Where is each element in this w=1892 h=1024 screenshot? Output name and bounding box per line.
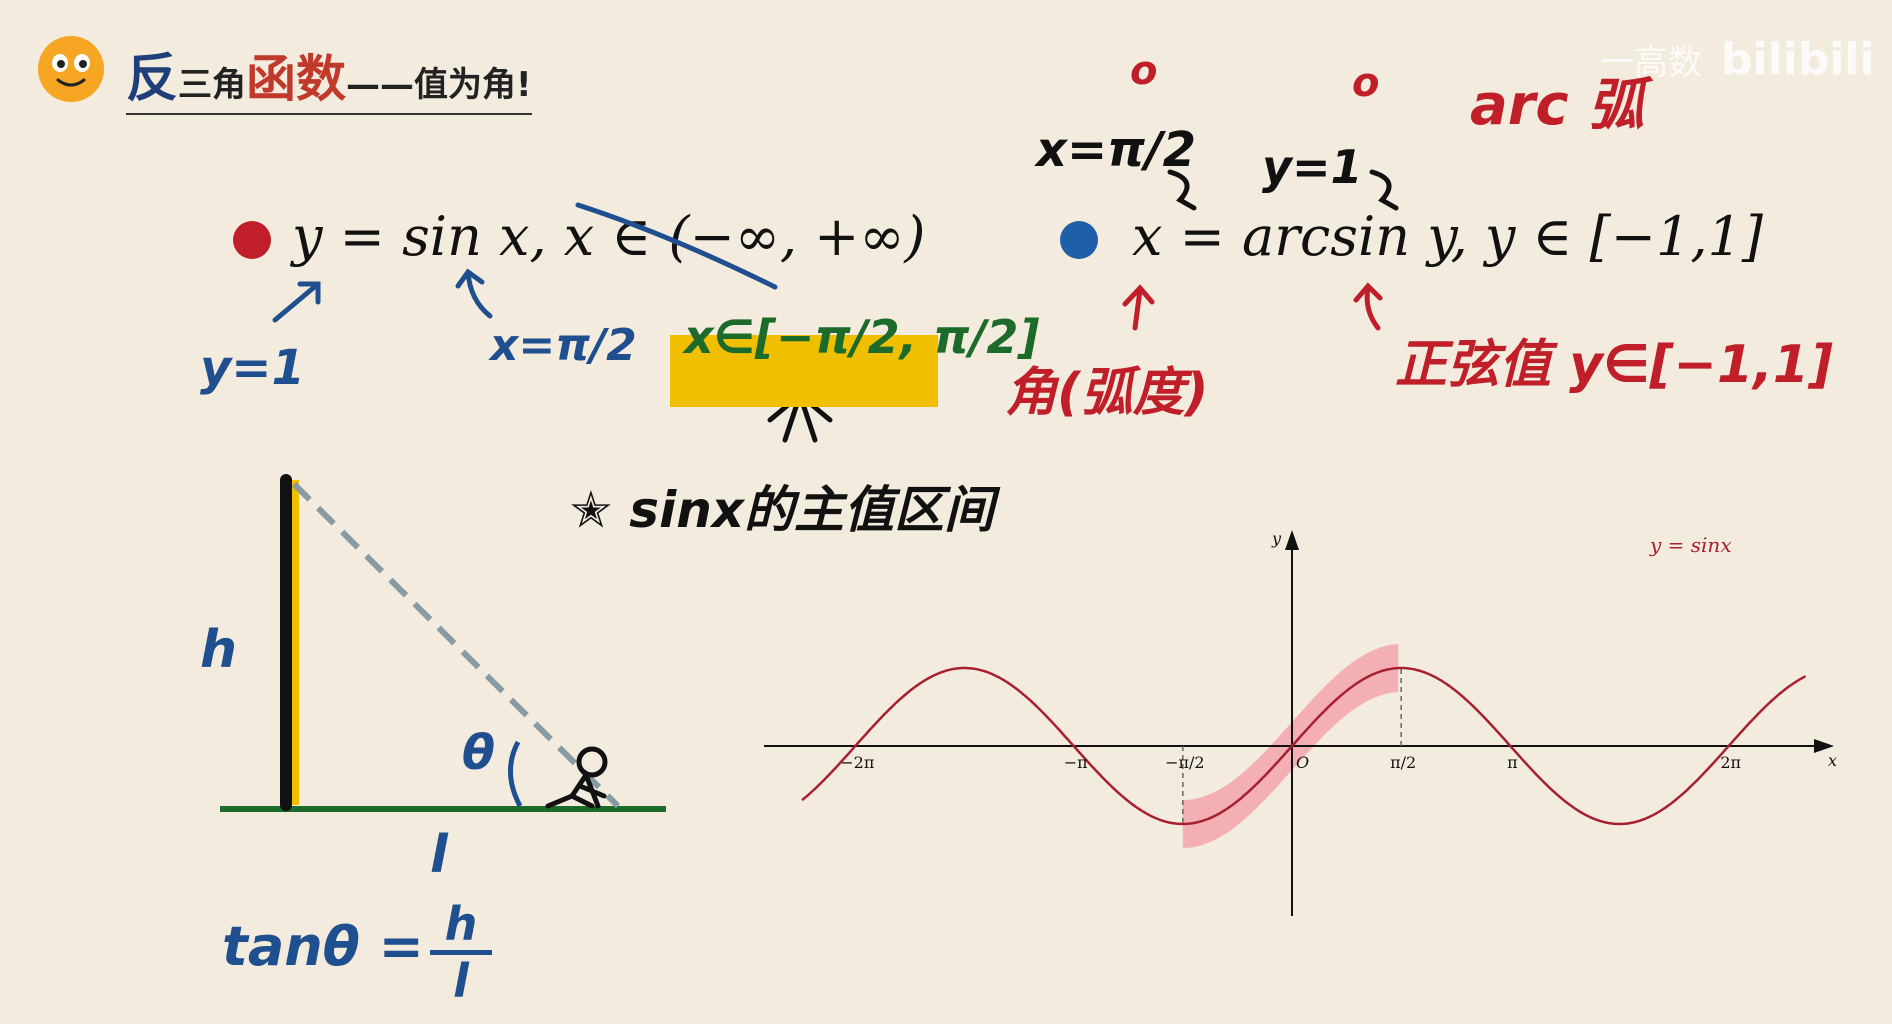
- arcsin-formula: x = arcsin y, y ∈ [−1,1]: [1132, 205, 1763, 268]
- blue-bullet: [1060, 221, 1098, 259]
- sight-line: [291, 481, 621, 809]
- bilibili-logo: bilibili: [1721, 34, 1875, 85]
- note-y-equals-1: y=1: [200, 340, 305, 396]
- note-circle-1: o: [1130, 48, 1158, 94]
- series-label: y = sinx: [1649, 533, 1732, 557]
- tower-triangle-diagram: [220, 474, 666, 812]
- label-l: l: [430, 825, 448, 885]
- x-tick-label: −π/2: [1165, 753, 1205, 772]
- fraction-bar: [430, 950, 492, 955]
- note-circle-2: o: [1352, 60, 1380, 106]
- note-angle-radian: 角(弧度): [1005, 363, 1209, 423]
- angle-arc: [507, 740, 523, 808]
- note-sine-value: 正弦值 y∈[−1,1]: [1395, 335, 1833, 395]
- x-tick-label: −2π: [840, 753, 874, 772]
- note-top-x: x=π/2: [1036, 122, 1197, 178]
- strike-line: [575, 202, 778, 290]
- header: 反三角函数——值为角!: [36, 34, 596, 115]
- x-axis-label: x: [1828, 751, 1837, 770]
- label-theta: θ: [462, 725, 495, 781]
- title-hanshu: 函数: [246, 50, 347, 108]
- title-rest: ——值为角!: [346, 65, 532, 105]
- x-tick-label: π/2: [1390, 753, 1416, 772]
- watermark: 一高数 bilibili: [1600, 34, 1875, 85]
- interval-highlight: [670, 335, 938, 407]
- smiley-icon: [36, 34, 106, 108]
- note-x-interval: x∈[−π/2, π/2]: [684, 310, 1040, 364]
- x-axis-arrow: [1814, 739, 1834, 753]
- sine-curve: [801, 666, 1807, 826]
- x-tick-label: −π: [1064, 753, 1088, 772]
- y-axis-arrow: [1285, 530, 1299, 550]
- x-tick-label: 2π: [1720, 753, 1741, 772]
- tan-lhs: tanθ =: [222, 915, 424, 978]
- note-top-y: y=1: [1262, 140, 1363, 194]
- person-icon: [545, 746, 608, 809]
- x-tick-label: O: [1296, 753, 1309, 772]
- title-sanjiao: 三角: [178, 65, 247, 105]
- red-bullet: [233, 221, 271, 259]
- x-tick-label: π: [1507, 753, 1518, 772]
- title-fan: 反: [126, 49, 179, 109]
- note-x-equals-pi-over-2: x=π/2: [490, 320, 637, 371]
- note-arc: arc 弧: [1470, 73, 1645, 138]
- watermark-brand: 一高数: [1600, 43, 1702, 83]
- label-h: h: [200, 620, 238, 680]
- tan-numerator: h: [444, 897, 478, 951]
- tan-denominator: l: [453, 954, 469, 1008]
- page-title: 反三角函数——值为角!: [126, 36, 532, 115]
- note-principal-interval: ✭ sinx的主值区间: [570, 481, 995, 539]
- tan-fraction: h l: [426, 900, 496, 1010]
- y-axis-label: y: [1271, 530, 1282, 548]
